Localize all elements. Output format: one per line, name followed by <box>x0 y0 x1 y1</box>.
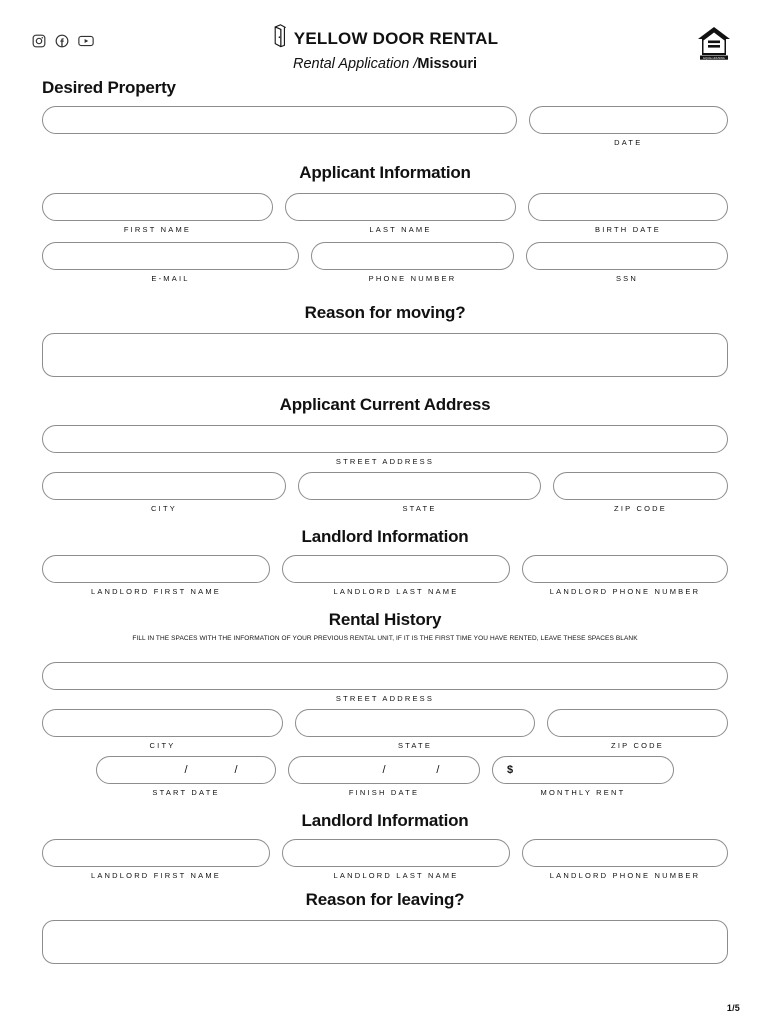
current-state-input[interactable] <box>298 472 541 500</box>
current-zip-code-input[interactable] <box>553 472 728 500</box>
youtube-icon[interactable] <box>78 34 94 48</box>
current-state-caption: STATE <box>402 504 437 513</box>
rental-history-note: FILL IN THE SPACES WITH THE INFORMATION … <box>132 635 638 642</box>
monthly-rent-input[interactable]: $ <box>491 756 674 784</box>
desired-property-input[interactable] <box>42 106 517 134</box>
last-name-caption: LAST NAME <box>369 225 432 234</box>
birth-date-caption: BIRTH DATE <box>595 225 661 234</box>
phone-number-caption: PHONE NUMBER <box>368 274 457 283</box>
previous-street-address-input[interactable] <box>42 662 728 690</box>
brand-subtitle: Rental Application /Missouri <box>0 56 770 72</box>
previous-landlord-last-name-caption: LANDLORD LAST NAME <box>333 871 459 880</box>
rental-history-city-row: CITY STATE ZIP CODE <box>0 709 770 750</box>
current-landlord-last-name-input[interactable] <box>282 555 510 583</box>
current-landlord-phone-caption: LANDLORD PHONE NUMBER <box>549 587 701 596</box>
previous-landlord-phone-input[interactable] <box>522 839 728 867</box>
currency-symbol: $ <box>506 764 514 776</box>
previous-landlord-phone-caption: LANDLORD PHONE NUMBER <box>549 871 701 880</box>
first-name-input[interactable] <box>42 193 273 221</box>
birth-date-input[interactable] <box>528 193 728 221</box>
finish-date-caption: FINISH DATE <box>348 788 420 797</box>
section-heading-rental-history: Rental History <box>328 610 442 629</box>
current-street-address-input[interactable] <box>42 425 728 453</box>
reason-for-moving-textarea[interactable] <box>42 333 728 377</box>
yellow-door-logo-icon <box>272 24 288 53</box>
current-city-input[interactable] <box>42 472 286 500</box>
finish-date-separator-2: / <box>436 764 440 776</box>
facebook-icon[interactable] <box>55 34 69 48</box>
brand-subtitle-state: Missouri <box>417 56 478 72</box>
section-heading-current-landlord-information: Landlord Information <box>301 527 469 546</box>
start-date-separator-1: / <box>184 764 188 776</box>
rental-history-dates-row: / / START DATE / / FINISH DATE $ MONTHLY… <box>0 756 770 797</box>
ssn-input[interactable] <box>526 242 728 270</box>
current-landlord-first-name-caption: LANDLORD FIRST NAME <box>90 587 221 596</box>
section-heading-reason-for-leaving: Reason for leaving? <box>305 890 465 909</box>
previous-state-caption: STATE <box>397 741 433 750</box>
rental-history-street-row: STREET ADDRESS <box>0 662 770 703</box>
finish-date-input[interactable]: / / <box>288 756 480 784</box>
section-heading-current-address: Applicant Current Address <box>279 395 491 414</box>
reason-for-leaving-textarea[interactable] <box>42 920 728 964</box>
brand-block: YELLOW DOOR RENTAL Rental Application /M… <box>0 24 770 72</box>
page-header: YELLOW DOOR RENTAL Rental Application /M… <box>0 0 770 78</box>
monthly-rent-caption: MONTHLY RENT <box>540 788 626 797</box>
previous-landlord-row: LANDLORD FIRST NAME LANDLORD LAST NAME L… <box>0 839 770 880</box>
reason-for-moving-row <box>0 333 770 377</box>
svg-text:EQUAL HOUSING: EQUAL HOUSING <box>703 56 725 60</box>
section-heading-reason-for-moving: Reason for moving? <box>304 303 466 322</box>
previous-state-input[interactable] <box>295 709 535 737</box>
brand-subtitle-document-type: Rental Application <box>292 56 410 72</box>
previous-landlord-first-name-input[interactable] <box>42 839 270 867</box>
current-zip-code-caption: ZIP CODE <box>614 504 667 513</box>
current-landlord-row: LANDLORD FIRST NAME LANDLORD LAST NAME L… <box>0 555 770 596</box>
brand-subtitle-separator: / <box>413 56 418 72</box>
email-input[interactable] <box>42 242 299 270</box>
last-name-input[interactable] <box>285 193 516 221</box>
date-input[interactable] <box>528 106 728 134</box>
social-icon-group <box>32 34 94 48</box>
current-street-address-caption: STREET ADDRESS <box>335 457 435 466</box>
current-landlord-phone-input[interactable] <box>522 555 728 583</box>
section-heading-applicant-information: Applicant Information <box>299 163 471 182</box>
start-date-separator-2: / <box>234 764 238 776</box>
current-city-caption: CITY <box>151 504 177 513</box>
section-heading-previous-landlord-information: Landlord Information <box>301 811 469 830</box>
equal-housing-opportunity-icon: EQUAL HOUSING <box>694 24 738 64</box>
previous-zip-code-input[interactable] <box>547 709 728 737</box>
current-address-city-row: CITY STATE ZIP CODE <box>0 472 770 513</box>
current-address-street-row: STREET ADDRESS <box>0 425 770 466</box>
start-date-caption: START DATE <box>152 788 220 797</box>
instagram-icon[interactable] <box>32 34 46 48</box>
previous-zip-code-caption: ZIP CODE <box>611 741 664 750</box>
start-date-input[interactable]: / / <box>96 756 277 784</box>
page-indicator: 1/5 <box>726 1003 740 1013</box>
reason-for-leaving-row <box>0 920 770 964</box>
ssn-caption: SSN <box>615 274 639 283</box>
phone-number-input[interactable] <box>311 242 514 270</box>
finish-date-separator-1: / <box>382 764 386 776</box>
previous-landlord-first-name-caption: LANDLORD FIRST NAME <box>90 871 221 880</box>
current-landlord-last-name-caption: LANDLORD LAST NAME <box>333 587 459 596</box>
first-name-caption: FIRST NAME <box>123 225 192 234</box>
applicant-name-row: FIRST NAME LAST NAME BIRTH DATE <box>0 193 770 234</box>
previous-landlord-last-name-input[interactable] <box>282 839 510 867</box>
current-landlord-first-name-input[interactable] <box>42 555 270 583</box>
applicant-contact-row: E-MAIL PHONE NUMBER SSN <box>0 242 770 283</box>
previous-street-address-caption: STREET ADDRESS <box>335 694 435 703</box>
desired-property-row: DATE <box>0 106 770 147</box>
previous-city-caption: CITY <box>149 741 176 750</box>
email-caption: E-MAIL <box>151 274 190 283</box>
previous-city-input[interactable] <box>42 709 283 737</box>
section-heading-desired-property: Desired Property <box>42 78 176 97</box>
brand-name: YELLOW DOOR RENTAL <box>293 28 499 48</box>
date-caption: DATE <box>614 138 643 147</box>
